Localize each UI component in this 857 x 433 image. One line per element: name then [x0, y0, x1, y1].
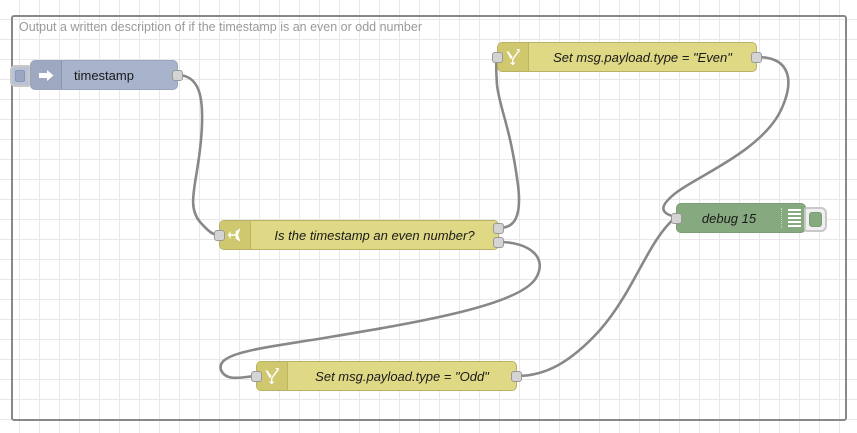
- node-label-change-even: Set msg.payload.type = "Even": [553, 49, 732, 65]
- input-port-debug-15[interactable]: [671, 213, 682, 224]
- switch-icon: [220, 221, 251, 249]
- output-port-inject-timestamp-0[interactable]: [172, 70, 183, 81]
- node-switch-even-number[interactable]: Is the timestamp an even number?: [214, 220, 504, 250]
- flow-group-label: Output a written description of if the t…: [19, 20, 422, 34]
- inject-trigger-button[interactable]: [10, 65, 30, 87]
- debug-divider: [781, 208, 783, 228]
- input-port-change-even[interactable]: [492, 52, 503, 63]
- output-port-switch-even-number-1[interactable]: [493, 237, 504, 248]
- debug-bars-icon: [783, 204, 805, 232]
- change-icon: [498, 43, 529, 71]
- node-label-debug-15: debug 15: [701, 210, 757, 226]
- node-change-odd[interactable]: Set msg.payload.type = "Odd": [251, 361, 522, 391]
- inject-arrow-icon: [31, 61, 62, 89]
- output-port-change-even-0[interactable]: [751, 52, 762, 63]
- output-port-change-odd-0[interactable]: [511, 371, 522, 382]
- flow-group-box[interactable]: [11, 15, 847, 421]
- node-inject-timestamp[interactable]: timestamp: [10, 60, 183, 90]
- debug-enable-toggle-button[interactable]: [804, 207, 827, 232]
- input-port-switch-even-number[interactable]: [214, 230, 225, 241]
- input-port-change-odd[interactable]: [251, 371, 262, 382]
- node-label-inject-timestamp: timestamp: [74, 67, 134, 83]
- change-icon: [257, 362, 288, 390]
- node-debug-15[interactable]: debug 15: [671, 203, 827, 233]
- debug-enable-toggle-indicator: [809, 212, 822, 227]
- node-change-even[interactable]: Set msg.payload.type = "Even": [492, 42, 762, 72]
- inject-trigger-button-inner: [15, 70, 25, 82]
- node-label-switch-even-number: Is the timestamp an even number?: [274, 227, 475, 243]
- node-label-change-odd: Set msg.payload.type = "Odd": [315, 368, 489, 384]
- output-port-switch-even-number-0[interactable]: [493, 223, 504, 234]
